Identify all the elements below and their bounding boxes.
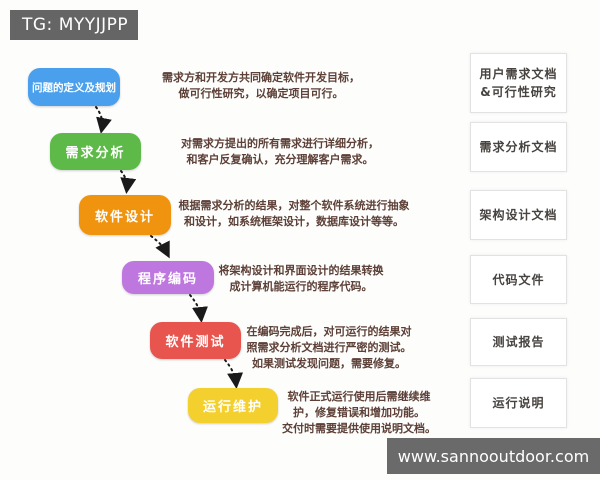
output-line: 代码文件 bbox=[492, 272, 545, 287]
stage-node-software-design: 软件设计 bbox=[79, 195, 171, 235]
stage-description: 软件正式运行使用后需继续维 护，修复错误和增加功能。 交付时需要提供使用说明文档… bbox=[278, 389, 440, 437]
stage-node-maintenance: 运行维护 bbox=[188, 388, 278, 423]
output-box-user-requirements: 用户需求文档 &可行性研究 bbox=[470, 53, 567, 113]
arrow-stage2-stage3 bbox=[120, 170, 137, 194]
arrow-stage3-stage4 bbox=[150, 235, 170, 259]
description-line: 照需求分析文档进行严密的测试。 bbox=[246, 341, 412, 354]
stage-node-requirements-analysis: 需求分析 bbox=[50, 133, 141, 170]
output-box-code-files: 代码文件 bbox=[470, 255, 567, 304]
top-watermark: TG: MYYJJPP bbox=[10, 10, 138, 40]
description-line: 交付时需要提供使用说明文档。 bbox=[282, 422, 436, 435]
stage-node-coding: 程序编码 bbox=[122, 261, 214, 294]
description-line: 需求方和开发方共同确定软件开发目标， bbox=[162, 71, 360, 84]
description-line: 对需求方提出的所有需求进行详细分析， bbox=[181, 137, 379, 150]
description-line: 在编码完成后，对可运行的结果对 bbox=[246, 325, 412, 338]
arrow-stage4-stage5 bbox=[189, 294, 208, 323]
stage-description: 需求方和开发方共同确定软件开发目标， 做可行性研究，以确定项目可行。 bbox=[118, 70, 404, 102]
description-line: 做可行性研究，以确定项目可行。 bbox=[178, 87, 344, 100]
output-line: &可行性研究 bbox=[480, 85, 557, 99]
description-line: 和客户反复确认，充分理解客户需求。 bbox=[186, 153, 374, 166]
output-line: 测试报告 bbox=[492, 335, 545, 349]
output-box-requirements-doc: 需求分析文档 bbox=[470, 122, 567, 172]
arrow-stage1-stage2 bbox=[95, 106, 112, 134]
stage-node-testing: 软件测试 bbox=[150, 322, 241, 359]
description-line: 和设计，如系统框架设计，数据库设计等等。 bbox=[184, 215, 404, 228]
description-line: 根据需求分析的结果，对整个软件系统进行抽象 bbox=[178, 199, 410, 212]
arrow-stage5-stage6 bbox=[224, 359, 244, 389]
stage-node-problem-definition: 问题的定义及规划 bbox=[28, 68, 120, 106]
stage-description: 将架构设计和界面设计的结果转换 成计算机能运行的程序代码。 bbox=[213, 263, 389, 295]
output-box-test-report: 测试报告 bbox=[470, 318, 567, 366]
description-line: 将架构设计和界面设计的结果转换 bbox=[218, 264, 384, 277]
description-line: 软件正式运行使用后需继续维 bbox=[287, 390, 431, 403]
output-box-architecture-doc: 架构设计文档 bbox=[470, 190, 567, 240]
output-line: 架构设计文档 bbox=[479, 208, 558, 222]
stage-description: 对需求方提出的所有需求进行详细分析， 和客户反复确认，充分理解客户需求。 bbox=[145, 136, 415, 168]
output-box-operation-manual: 运行说明 bbox=[470, 378, 567, 428]
output-line: 用户需求文档 bbox=[479, 67, 558, 81]
stage-description: 根据需求分析的结果，对整个软件系统进行抽象 和设计，如系统框架设计，数据库设计等… bbox=[178, 198, 410, 230]
stage-description: 在编码完成后，对可运行的结果对 照需求分析文档进行严密的测试。 如果测试发现问题… bbox=[240, 324, 418, 372]
description-line: 如果测试发现问题，需要修复。 bbox=[252, 357, 406, 370]
description-line: 成计算机能运行的程序代码。 bbox=[229, 280, 373, 293]
output-line: 需求分析文档 bbox=[479, 140, 558, 154]
output-line: 运行说明 bbox=[492, 396, 545, 410]
description-line: 护，修复错误和增加功能。 bbox=[293, 406, 425, 419]
bottom-watermark: www.sannooutdoor.com bbox=[387, 438, 600, 474]
